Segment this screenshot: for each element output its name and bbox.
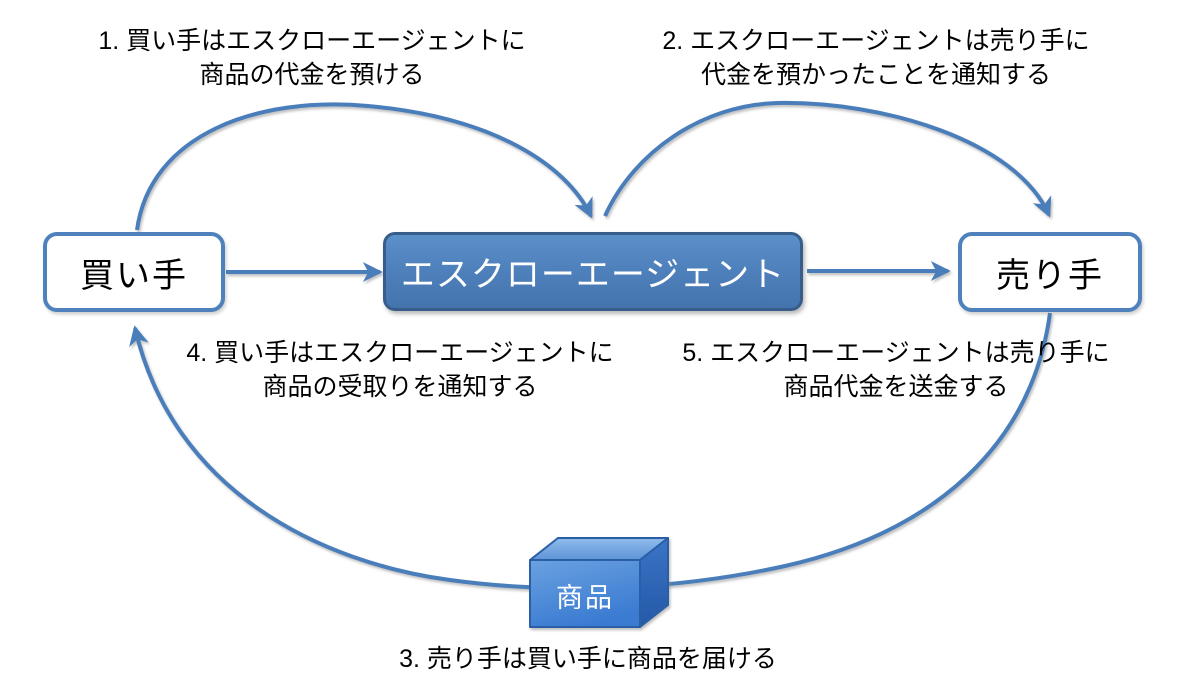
goods-cube-label: 商品 [556, 583, 614, 613]
step1-annotation: 1. 買い手はエスクローエージェントに 商品の代金を預ける [98, 24, 525, 92]
step3-annotation: 3. 売り手は買い手に商品を届ける [399, 642, 777, 676]
escrow-agent-node-label: エスクローエージェント [400, 256, 786, 294]
step5-annotation: 5. エスクローエージェントは売り手に 商品代金を送金する [682, 336, 1109, 404]
step5-line2: 商品代金を送金する [783, 373, 1009, 401]
escrow-agent-node: エスクローエージェント [383, 232, 803, 311]
seller-node: 売り手 [958, 232, 1142, 312]
step4-annotation: 4. 買い手はエスクローエージェントに 商品の受取りを通知する [186, 336, 613, 404]
step4-line2: 商品の受取りを通知する [262, 373, 538, 401]
step5-line1: 5. エスクローエージェントは売り手に [682, 339, 1110, 367]
step4-line1: 4. 買い手はエスクローエージェントに [186, 339, 614, 367]
goods-cube [529, 537, 669, 628]
step3-line1: 3. 売り手は買い手に商品を届ける [399, 645, 777, 673]
buyer-node-label: 買い手 [80, 256, 188, 295]
arrow-step2-notify-curve [603, 100, 1052, 218]
step2-line2: 代金を預かったことを通知する [700, 61, 1052, 89]
seller-node-label: 売り手 [996, 256, 1104, 295]
step1-line2: 商品の代金を預ける [199, 61, 425, 89]
step2-annotation: 2. エスクローエージェントは売り手に 代金を預かったことを通知する [662, 24, 1089, 92]
goods-cube-front-face [529, 559, 641, 628]
step1-line1: 1. 買い手はエスクローエージェントに [98, 27, 526, 55]
step2-line1: 2. エスクローエージェントは売り手に [662, 27, 1090, 55]
arrow-step1-deposit-curve [135, 102, 593, 231]
buyer-node: 買い手 [43, 232, 225, 312]
